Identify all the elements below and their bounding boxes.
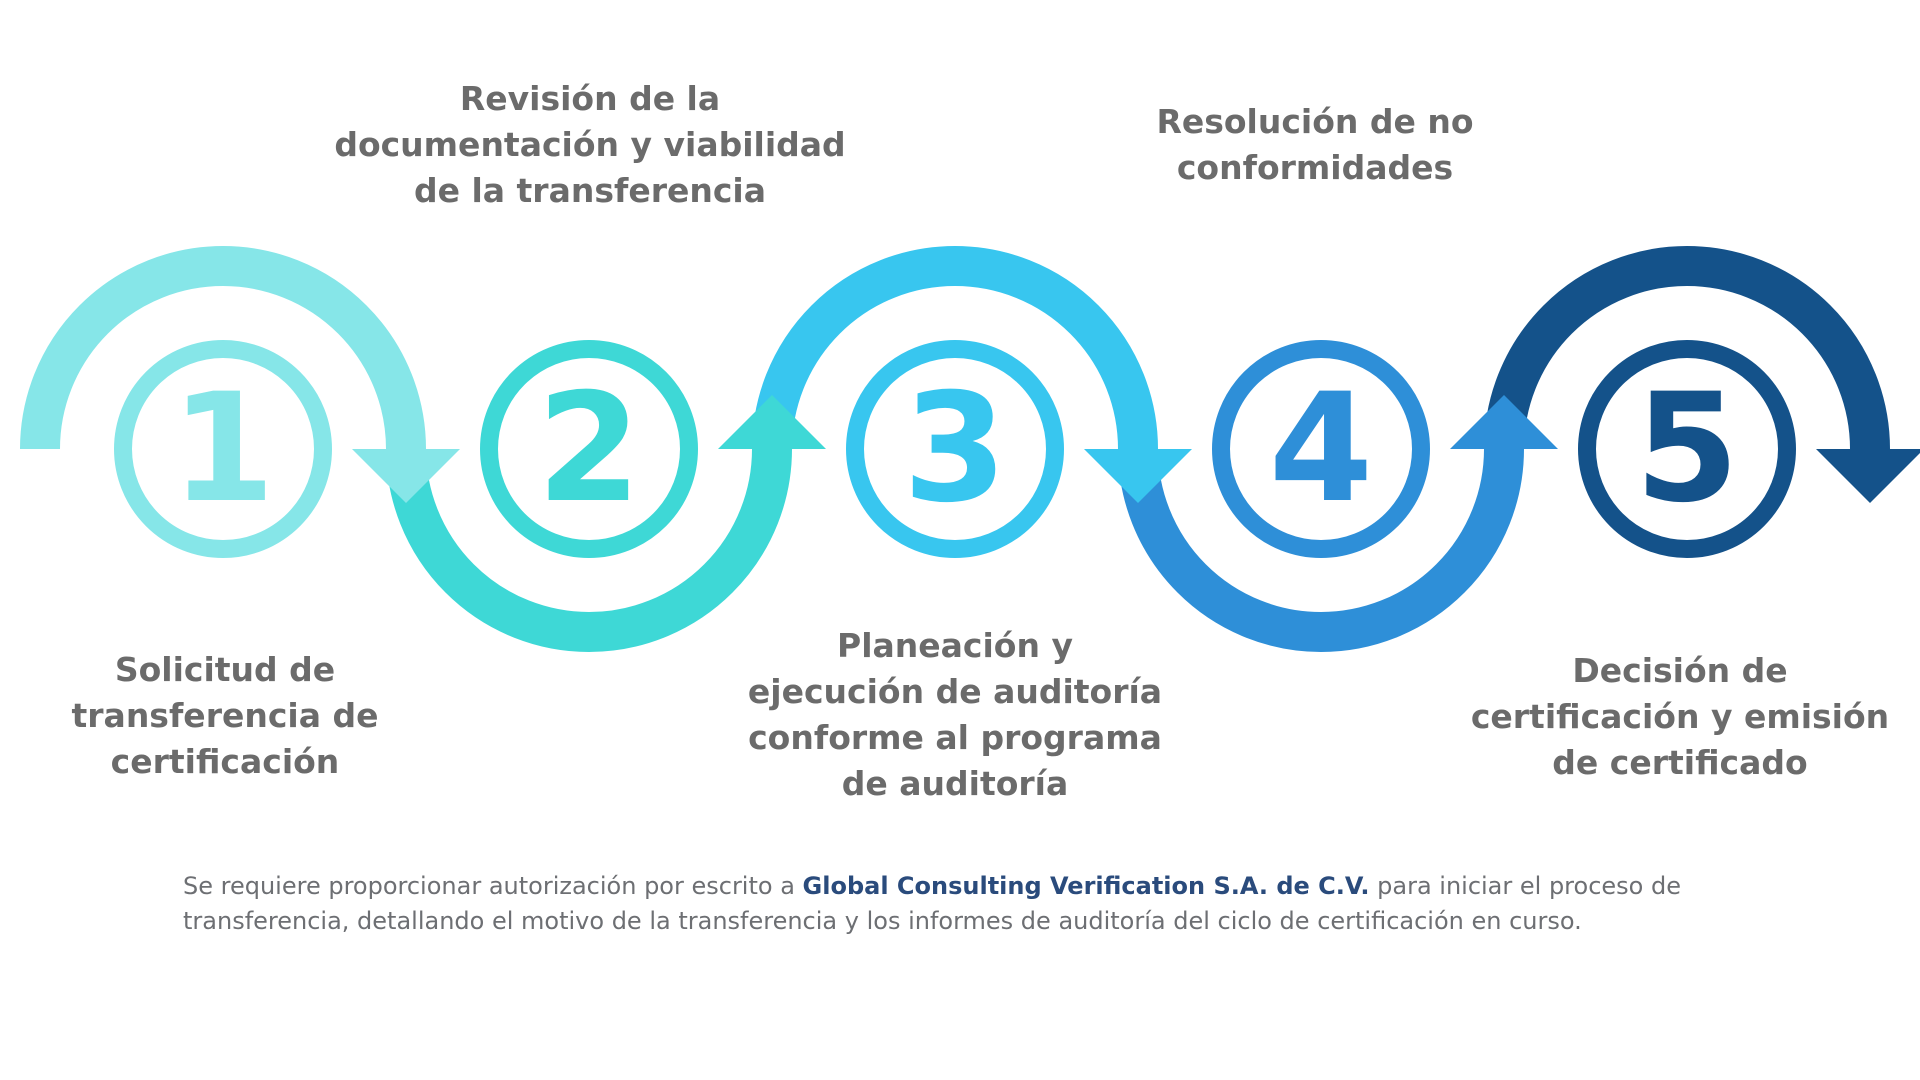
step-2-label: Revisión de la documentación y viabilida… (334, 79, 846, 210)
arrowhead-2-up (718, 395, 826, 449)
arc-3-top (752, 246, 1158, 450)
footnote-text-end: para iniciar el proceso de transferencia… (183, 872, 1681, 935)
step-4-circle (1212, 340, 1430, 558)
step-2-circle (480, 340, 698, 558)
arrowhead-5-down (1816, 449, 1920, 503)
arc-1-top (20, 246, 426, 450)
step-5-number: 5 (1635, 362, 1739, 536)
step-3-number: 3 (903, 362, 1007, 536)
arc-2-bottom (386, 448, 792, 652)
arc-5-top (1484, 246, 1890, 450)
arrowhead-3-down (1084, 449, 1192, 503)
step-1-label: Solicitud de transferencia de certificac… (71, 650, 379, 781)
step-1-number: 1 (171, 362, 275, 536)
step-5-label: Decisión de certificación y emisión de c… (1470, 651, 1890, 782)
step-3-label: Planeación y ejecución de auditoría conf… (747, 626, 1163, 803)
step-2-number: 2 (537, 362, 641, 536)
step-1-circle (114, 340, 332, 558)
arrowhead-1-down (352, 449, 460, 503)
step-4-label: Resolución de no conformidades (1156, 102, 1474, 187)
step-3-circle (846, 340, 1064, 558)
company-name: Global Consulting Verification S.A. de C… (802, 872, 1370, 900)
arc-4-bottom (1118, 448, 1524, 652)
step-5-circle (1578, 340, 1796, 558)
footnote-text-start: Se requiere proporcionar autorización po… (183, 872, 803, 900)
arrowhead-4-up (1450, 395, 1558, 449)
step-4-number: 4 (1269, 362, 1373, 536)
footnote: Se requiere proporcionar autorización po… (183, 869, 1783, 939)
